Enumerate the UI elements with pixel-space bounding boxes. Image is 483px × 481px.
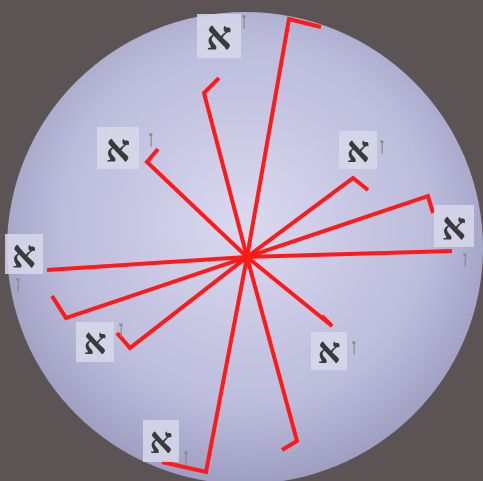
spoke-hub [243, 253, 251, 261]
letter-fragment: ן [16, 273, 21, 294]
aleph-letter: א [106, 126, 130, 171]
aleph-letter: א [442, 204, 466, 249]
aleph-letter: א [206, 13, 232, 60]
letter-fragment: ן [149, 128, 154, 149]
letter-fragment: ן [119, 318, 124, 339]
letter-fragment: ן [352, 336, 357, 357]
letter-fragment: ן [463, 248, 468, 269]
aleph-letter: א [149, 420, 172, 462]
aleph-letter: א [12, 232, 36, 277]
letter-fragment: ן [242, 10, 247, 31]
letter-fragment: ן [184, 446, 189, 467]
aleph-letter: א [317, 330, 340, 372]
aleph-letter: א [83, 321, 106, 363]
aleph-letter: א [346, 129, 369, 171]
letter-fragment: ן [380, 135, 385, 156]
